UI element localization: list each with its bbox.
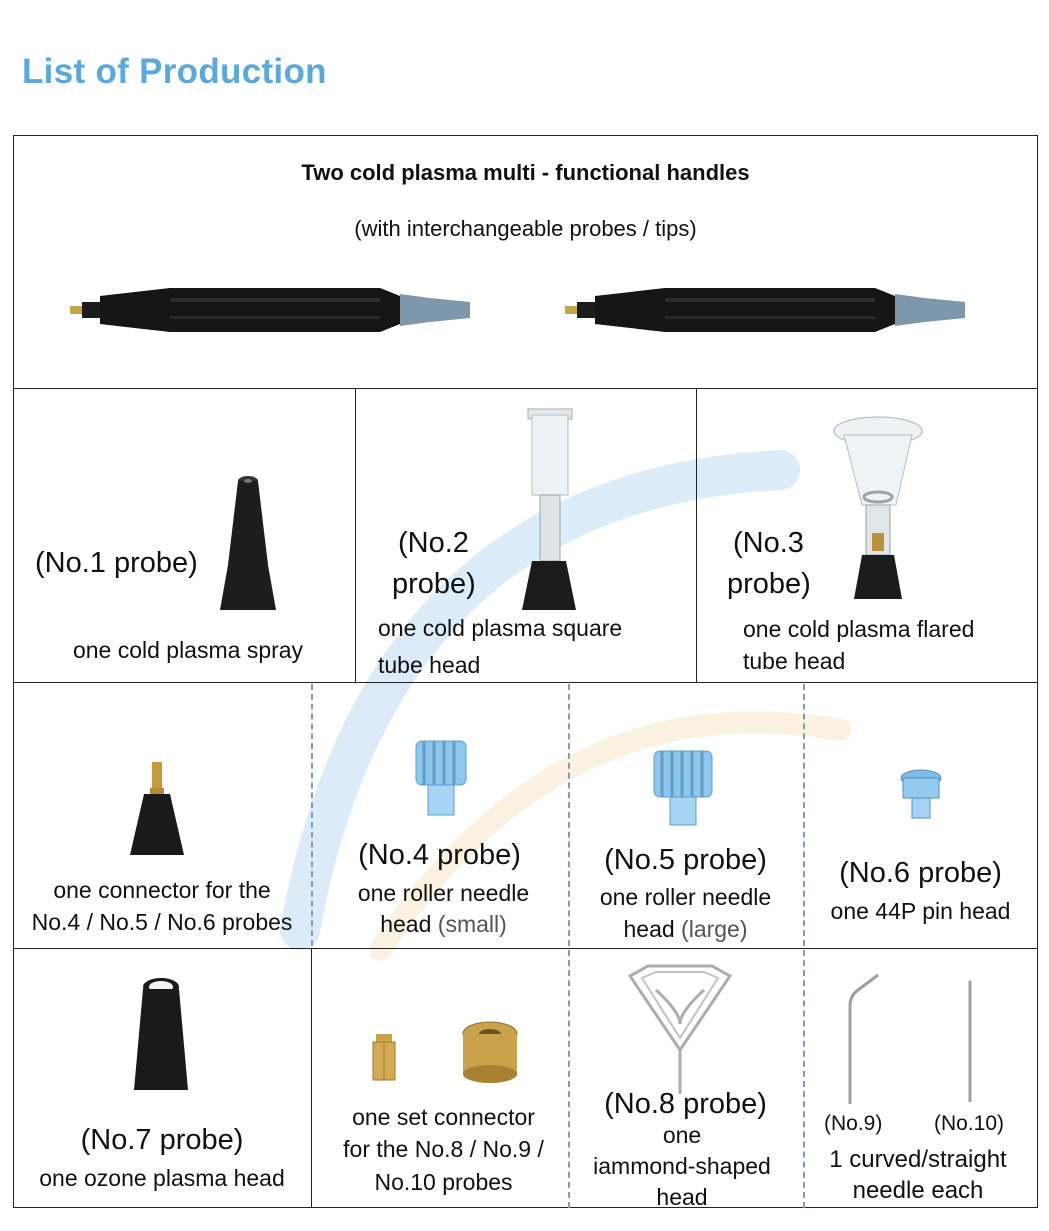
handles-heading: Two cold plasma multi - functional handl… <box>301 160 750 185</box>
plasma-handle-image <box>565 288 965 332</box>
row-divider <box>13 948 1038 949</box>
probe-label-no2-line2: probe) <box>392 568 476 600</box>
row-divider <box>13 388 1038 389</box>
probe-desc-no4-line2: head (small) <box>380 911 507 937</box>
probe-desc-no6: one 44P pin head <box>830 898 1011 924</box>
probe-desc-no7: one ozone plasma head <box>39 1165 285 1191</box>
probe-desc-no5-line1: one roller needle <box>599 884 772 910</box>
curved-needle-image <box>848 973 879 1104</box>
dashed-divider <box>568 950 570 1208</box>
set-connector-desc-line1: one set connector <box>352 1104 535 1130</box>
probe-desc-no2-line1: one cold plasma square <box>378 615 623 641</box>
plasma-handle-image <box>70 288 470 332</box>
col-divider <box>311 948 312 1208</box>
flared-tube-head-image <box>833 416 923 599</box>
diamond-shaped-head-image <box>627 964 733 1094</box>
probe-label-no4: (No.4 probe) <box>358 839 521 871</box>
col-divider <box>696 388 697 682</box>
connector-desc-line1: one connector for the <box>53 877 271 903</box>
handles-subheading: (with interchangeable probes / tips) <box>354 216 697 241</box>
set-connector-desc-line3: No.10 probes <box>374 1169 513 1195</box>
connector-desc-line2: No.4 / No.5 / No.6 probes <box>31 909 293 935</box>
dashed-divider <box>311 684 313 946</box>
probe-label-no3-line2: probe) <box>727 568 811 600</box>
probe-desc-no8-line1: one <box>662 1122 702 1148</box>
probe-label-no3-line1: (No.3 <box>733 527 804 559</box>
probe-label-no7: (No.7 probe) <box>80 1124 244 1156</box>
probe-desc-no2-line2: tube head <box>378 652 481 678</box>
row-divider <box>13 682 1038 683</box>
roller-needle-small-image <box>415 740 467 816</box>
probe-label-no10: (No.10) <box>934 1112 1005 1135</box>
probe-desc-no5-line2: head (large) <box>623 916 748 942</box>
probe-desc-no8-line2: iammond-shaped <box>593 1153 771 1179</box>
page-title: List of Production <box>22 52 327 91</box>
brass-nut-connector-image <box>462 1021 518 1083</box>
probe-label-no2-line1: (No.2 <box>398 527 469 559</box>
probe-label-no5: (No.5 probe) <box>604 844 767 876</box>
probe-label-no1: (No.1 probe) <box>35 547 198 579</box>
probe-desc-no8-line3: head <box>656 1184 708 1210</box>
cold-plasma-spray-image <box>220 476 276 610</box>
probe-desc-no1: one cold plasma spray <box>72 637 304 663</box>
straight-needle-image <box>968 980 972 1102</box>
dashed-divider <box>803 950 805 1208</box>
dashed-divider <box>803 684 805 946</box>
probe-label-no8: (No.8 probe) <box>604 1088 767 1120</box>
connector-image <box>130 762 184 855</box>
needle-desc-line1: 1 curved/straight <box>829 1146 1007 1173</box>
ozone-plasma-head-image <box>134 978 188 1090</box>
roller-needle-large-image <box>653 750 713 826</box>
probe-label-no9: (No.9) <box>824 1112 883 1135</box>
collet-connector-image <box>372 1034 396 1081</box>
probe-label-no6: (No.6 probe) <box>839 857 1002 889</box>
probe-desc-no3-line1: one cold plasma flared <box>743 616 975 642</box>
watermark-logo <box>280 450 851 961</box>
dashed-divider <box>568 684 570 946</box>
product-table <box>13 135 1038 1208</box>
probe-desc-no4-line1: one roller needle <box>357 880 530 906</box>
col-divider <box>355 388 356 682</box>
square-tube-head-image <box>522 408 576 610</box>
pin-head-44p-image <box>900 769 942 819</box>
set-connector-desc-line2: for the No.8 / No.9 / <box>343 1136 544 1162</box>
probe-desc-no3-line2: tube head <box>743 648 846 674</box>
needle-desc-line2: needle each <box>852 1177 984 1204</box>
